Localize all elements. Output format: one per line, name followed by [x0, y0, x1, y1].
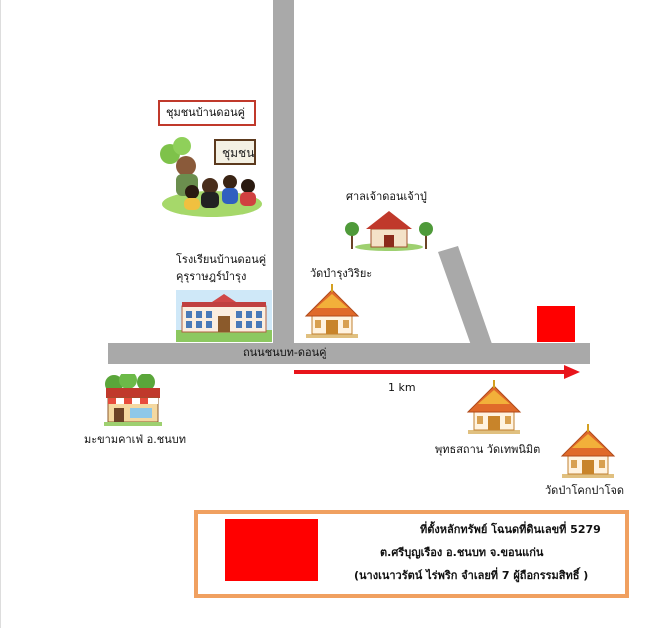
school-label-line1: โรงเรียนบ้านดอนคู่: [176, 253, 267, 266]
cafe-label: มะขามคาเฟ่ อ.ชนบท: [84, 433, 187, 446]
temple1-icon: [304, 284, 360, 338]
shrine-label: ศาลเจ้าดอนเจ้าปู่: [346, 190, 427, 203]
distance-label: 1 km: [388, 381, 416, 394]
vertical-road: [273, 0, 294, 345]
legend-line2: ต.ศรีบุญเรือง อ.ชนบท จ.ขอนแก่น: [380, 546, 544, 559]
legend-line1: ที่ตั้งหลักทรัพย์ โฉนดที่ดินเลขที่ 5279: [420, 523, 601, 536]
community-illustration: ชุมชน: [160, 137, 262, 217]
temple3-label: วัดป่าโคกปาโจด: [545, 484, 625, 497]
school-illustration: [176, 290, 272, 342]
cafe-icon: [104, 374, 162, 426]
community-label: ชุมชนบ้านดอนคู่: [166, 106, 246, 119]
page-left-border: [0, 0, 1, 628]
shrine-illustration: [345, 211, 433, 251]
temple1-label: วัดบำรุงวิริยะ: [310, 267, 373, 280]
school-label-line2: คุรุราษฎร์บำรุง: [176, 270, 247, 283]
temple2-icon: [466, 380, 522, 434]
community-sign-text: ชุมชน: [222, 146, 254, 161]
road-label: ถนนชนบท-ดอนคู่: [243, 346, 327, 359]
temple3-icon: [560, 424, 616, 478]
community-label-box: [158, 100, 256, 126]
distance-arrow: [294, 365, 580, 379]
legend-line3: (นางเนาวรัตน์ ไร่พริก จำเลยที่ 7 ผู้ถือก…: [354, 569, 589, 582]
diagonal-road: [438, 246, 492, 348]
main-road: [108, 343, 590, 364]
legend-marker: [225, 519, 318, 581]
temple2-label: พุทธสถาน วัดเทพนิมิต: [435, 443, 541, 456]
property-marker: [537, 306, 575, 342]
